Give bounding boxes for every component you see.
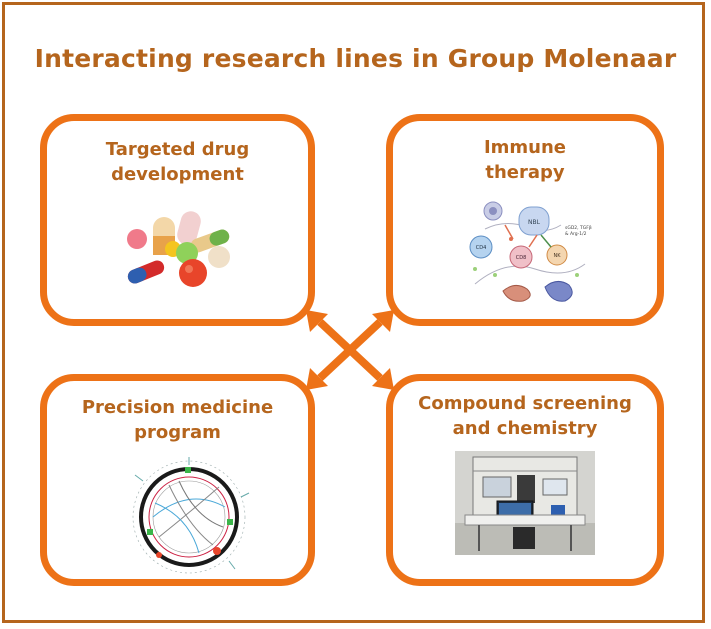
cd4-label: CD4 bbox=[476, 245, 487, 251]
diagram-title: Interacting research lines in Group Mole… bbox=[34, 44, 677, 73]
nbl-label: NBL bbox=[528, 219, 541, 226]
cd8-label: CD8 bbox=[516, 255, 527, 261]
box-label: Targeted drug development bbox=[105, 139, 250, 185]
box-label: Immune therapy bbox=[483, 137, 567, 183]
note-label-2: & Arg-1/2 bbox=[565, 231, 587, 237]
note-label-1: sGD2, TGFβ bbox=[565, 225, 592, 231]
box-immune-therapy: Immune therapy NBL CD4 CD8 NK sGD2, TGFβ… bbox=[386, 114, 664, 326]
box-precision-medicine-program: Precision medicine program bbox=[40, 374, 315, 586]
box-targeted-drug-development: Targeted drug development bbox=[40, 114, 315, 326]
box-compound-screening-chemistry: Compound screening and chemistry bbox=[386, 374, 664, 586]
double-headed-cross-arrows bbox=[306, 310, 394, 390]
immune-cells-illustration: NBL CD4 CD8 NK sGD2, TGFβ & Arg-1/2 bbox=[469, 201, 592, 302]
circos-plot bbox=[132, 457, 250, 574]
nk-label: NK bbox=[553, 253, 561, 259]
box-label: Compound screening and chemistry bbox=[418, 393, 632, 439]
box-label: Precision medicine program bbox=[81, 397, 274, 443]
lab-robot-photo bbox=[455, 451, 595, 555]
pills-icon bbox=[127, 211, 230, 287]
